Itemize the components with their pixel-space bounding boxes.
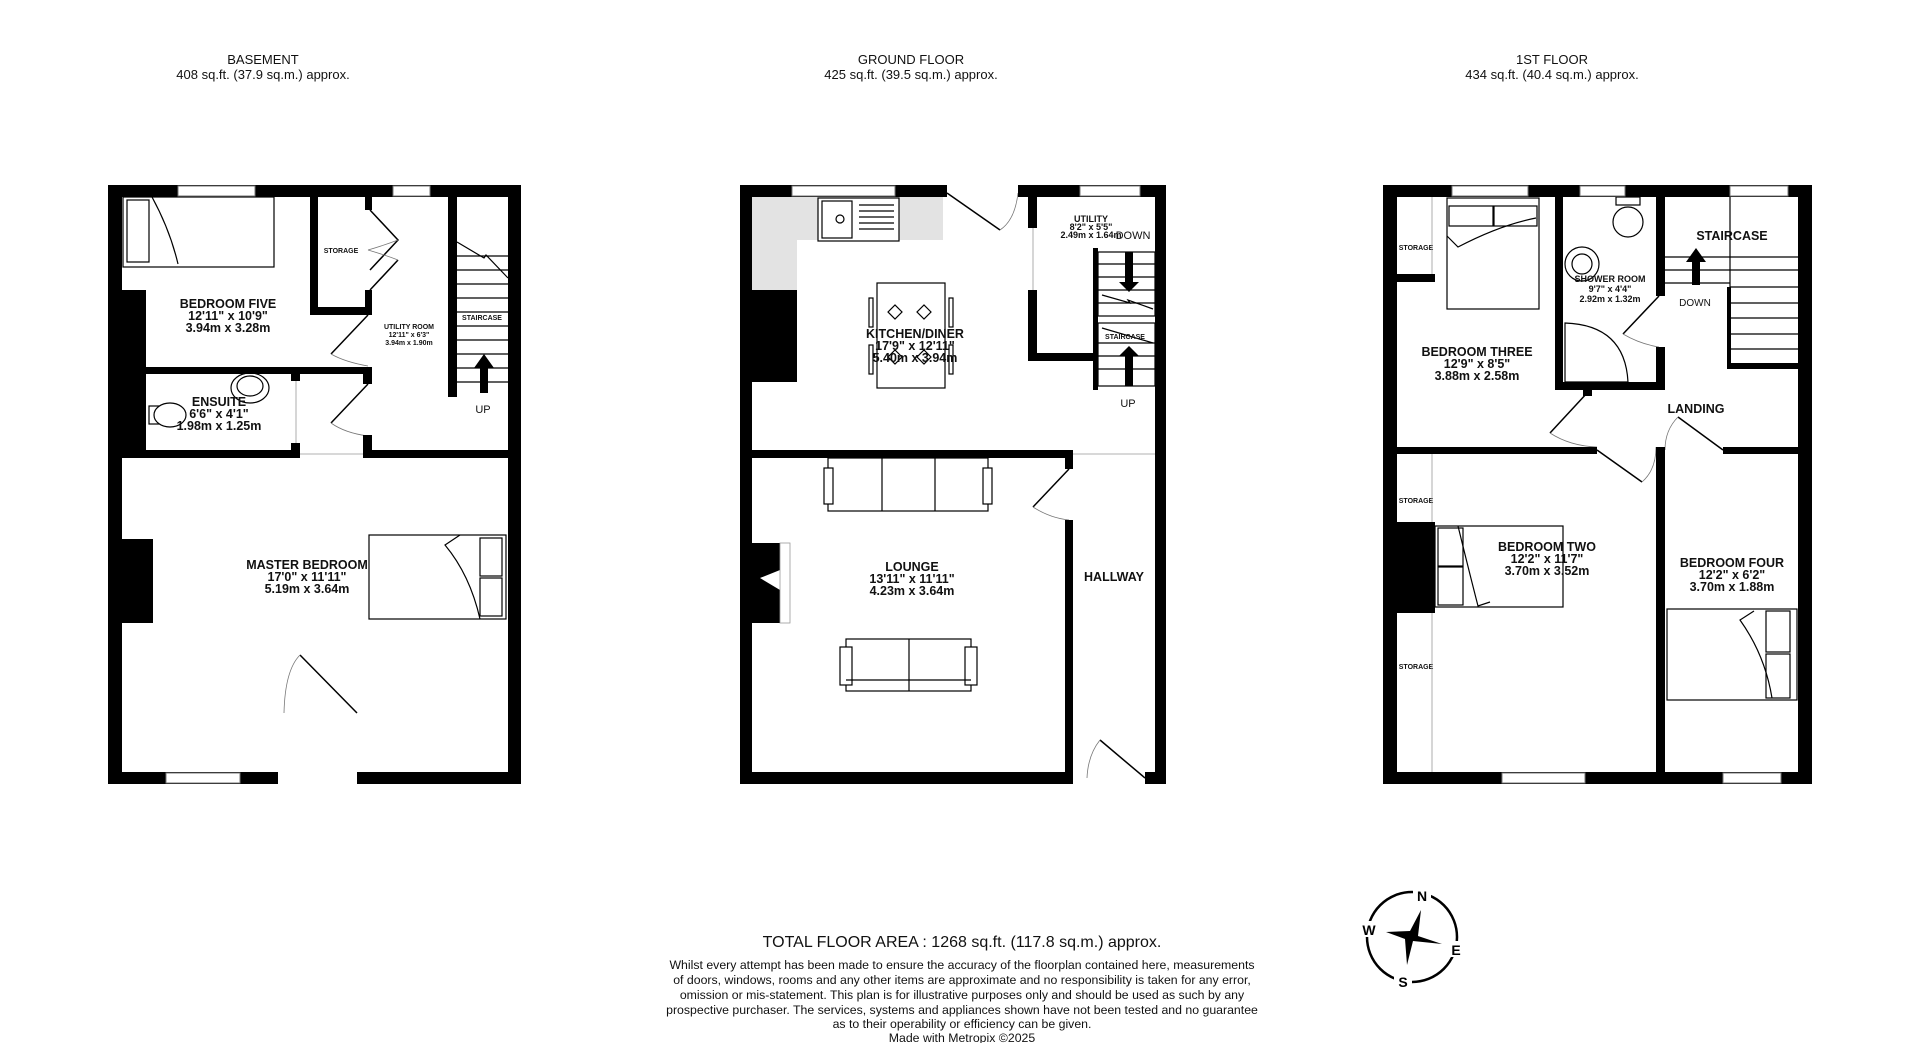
disclaimer-line: as to their operability or efficiency ca… <box>833 1017 1092 1031</box>
stairs-down-label: DOWN <box>1116 230 1151 242</box>
toilet <box>148 402 187 428</box>
total-floor-area: TOTAL FLOOR AREA : 1268 sq.ft. (117.8 sq… <box>763 934 1162 951</box>
room-name: LANDING <box>1668 402 1725 416</box>
room-name: MASTER BEDROOM <box>246 558 368 572</box>
shower-tray <box>1564 322 1629 383</box>
walls <box>108 185 521 784</box>
storage-label: STORAGE <box>1399 498 1434 505</box>
staircase-steps <box>1097 251 1156 387</box>
sink <box>1564 246 1600 282</box>
room-dimensions-imperial: 6'6" x 4'1" <box>189 407 249 421</box>
room-dimensions-imperial: 12'11" x 10'9" <box>188 309 268 323</box>
compass-east: E <box>1451 942 1460 958</box>
basement-plan: BEDROOM FIVE 12'11" x 10'9" 3.94m x 3.28… <box>108 185 521 784</box>
compass-south: S <box>1398 974 1407 990</box>
windows <box>1451 185 1789 784</box>
room-dimensions-metric: 2.92m x 1.32m <box>1579 294 1640 304</box>
dining-table <box>868 282 954 389</box>
made-with-credit: Made with Metropix ©2025 <box>889 1031 1036 1043</box>
room-dimensions-imperial: 8'2" x 5'5" <box>1070 222 1113 232</box>
room-name: SHOWER ROOM <box>1575 274 1646 284</box>
room-dimensions-metric: 3.88m x 2.58m <box>1435 369 1520 383</box>
room-dimensions-metric: 3.70m x 1.88m <box>1690 580 1775 594</box>
room-dimensions-imperial: 12'2" x 11'7" <box>1511 552 1584 566</box>
room-name: BEDROOM FIVE <box>180 297 277 311</box>
arrow-up-icon <box>1686 248 1706 285</box>
room-dimensions-imperial: 9'7" x 4'4" <box>1589 284 1632 294</box>
fireplace <box>752 543 780 623</box>
room-name: ENSUITE <box>192 395 246 409</box>
storage-label: STORAGE <box>1399 245 1434 252</box>
room-dimensions-imperial: 12'11" x 6'3" <box>389 332 430 339</box>
room-dimensions-metric: 3.70m x 3.52m <box>1505 564 1590 578</box>
room-name: KITCHEN/DINER <box>866 327 964 341</box>
ground-floor-area: 425 sq.ft. (39.5 sq.m.) approx. <box>824 67 997 82</box>
ground-floor-title: GROUND FLOOR <box>858 52 964 67</box>
room-dimensions-metric: 5.19m x 3.64m <box>265 582 350 596</box>
single-bed <box>122 196 275 268</box>
compass-north: N <box>1417 888 1427 904</box>
staircase-label: STAIRCASE <box>462 315 502 322</box>
double-bed <box>1434 525 1564 608</box>
room-dimensions-metric: 2.49m x 1.64m <box>1060 230 1121 240</box>
compass-icon: N W E S <box>1360 887 1465 990</box>
basement-area: 408 sq.ft. (37.9 sq.m.) approx. <box>176 67 349 82</box>
ground-floor-plan: KITCHEN/DINER 17'9" x 12'11" 5.40m x 3.9… <box>740 185 1166 784</box>
arrow-up-icon <box>474 354 494 393</box>
double-bed <box>1446 197 1540 310</box>
toilet <box>1612 196 1644 238</box>
storage-label: STORAGE <box>324 248 359 255</box>
windows <box>165 185 431 784</box>
sofa-two-seat <box>839 638 978 692</box>
room-name: BEDROOM THREE <box>1421 345 1532 359</box>
room-dimensions-imperial: 13'11" x 11'11" <box>869 572 954 586</box>
room-dimensions-imperial: 17'0" x 11'11" <box>268 570 347 584</box>
sofa-three-seat <box>823 457 993 512</box>
walls <box>1383 185 1812 784</box>
arrow-down-icon <box>1119 252 1139 292</box>
compass-west: W <box>1362 922 1376 938</box>
room-dimensions-metric: 5.40m x 3.94m <box>873 351 958 365</box>
compass-star <box>1386 910 1442 965</box>
arrow-up-icon <box>1119 346 1139 386</box>
room-dimensions-metric: 3.94m x 1.90m <box>385 340 432 347</box>
room-dimensions-metric: 3.94m x 3.28m <box>186 321 271 335</box>
room-dimensions-imperial: 12'9" x 8'5" <box>1444 357 1511 371</box>
stairs-up-label: UP <box>475 404 490 416</box>
room-name: UTILITY <box>1074 214 1108 224</box>
kitchen-sink <box>817 197 900 242</box>
room-name: LOUNGE <box>885 560 938 574</box>
disclaimer-line: prospective purchaser. The services, sys… <box>666 1003 1258 1017</box>
stairs-up-label: UP <box>1120 398 1135 410</box>
staircase-label: STAIRCASE <box>1105 334 1145 341</box>
room-dimensions-imperial: 17'9" x 12'11" <box>875 339 955 353</box>
storage-label: STORAGE <box>1399 664 1434 671</box>
room-name: STAIRCASE <box>1696 229 1767 243</box>
disclaimer-line: Whilst every attempt has been made to en… <box>669 958 1254 972</box>
doors <box>283 209 400 714</box>
room-name: HALLWAY <box>1084 570 1145 584</box>
first-floor-area: 434 sq.ft. (40.4 sq.m.) approx. <box>1465 67 1638 82</box>
double-bed <box>1666 608 1798 701</box>
room-dimensions-imperial: 12'2" x 6'2" <box>1699 568 1766 582</box>
first-floor-plan: STORAGE STORAGE STORAGE <box>1383 185 1812 784</box>
stairs-down-label: DOWN <box>1679 298 1711 309</box>
room-name: UTILITY ROOM <box>384 324 434 331</box>
windows <box>791 185 1141 197</box>
disclaimer-line: omission or mis-statement. This plan is … <box>680 988 1245 1002</box>
room-name: BEDROOM TWO <box>1498 540 1596 554</box>
doors <box>946 192 1160 779</box>
disclaimer-line: of doors, windows, rooms and any other i… <box>673 973 1251 987</box>
double-bed <box>368 534 507 620</box>
room-dimensions-metric: 1.98m x 1.25m <box>177 419 262 433</box>
room-dimensions-metric: 4.23m x 3.64m <box>870 584 955 598</box>
doors <box>1549 295 1724 483</box>
first-floor-title: 1ST FLOOR <box>1516 52 1588 67</box>
basement-title: BASEMENT <box>227 52 299 67</box>
room-name: BEDROOM FOUR <box>1680 556 1784 570</box>
